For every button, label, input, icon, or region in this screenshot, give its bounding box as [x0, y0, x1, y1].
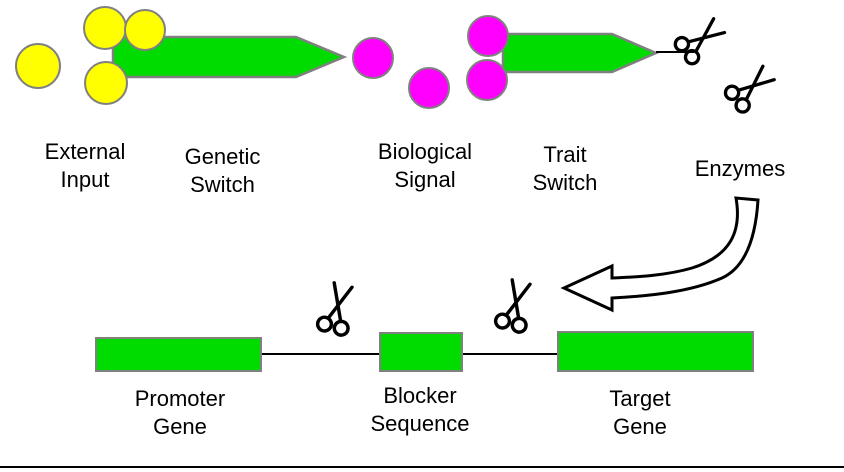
trait-switch-arrow — [501, 32, 660, 74]
promoter-gene-label: Promoter Gene — [134, 386, 226, 439]
trait-switch-label: Trait Switch — [532, 142, 598, 195]
biological-signal-label: Biological Signal — [377, 139, 473, 192]
connector-line — [656, 51, 694, 53]
dna-strand-line — [262, 353, 379, 355]
curved-arrow-icon — [560, 196, 760, 313]
genetic-switch-label: Genetic Switch — [184, 144, 261, 197]
external-input-molecule — [84, 61, 128, 105]
external-input-molecule — [83, 6, 127, 50]
dna-strand-line — [463, 353, 557, 355]
bottom-border-line — [0, 466, 844, 468]
scissors-icon — [315, 281, 354, 337]
scissors-icon — [493, 278, 532, 334]
blocker-sequence-rect — [379, 332, 463, 372]
scissors-icon — [673, 17, 727, 66]
enzymes-label: Enzymes — [694, 156, 786, 181]
external-input-molecule — [15, 43, 61, 89]
biological-signal-molecule — [466, 59, 508, 101]
blocker-sequence-label: Blocker Sequence — [370, 383, 470, 436]
target-gene-label: Target Gene — [609, 386, 671, 439]
biological-signal-molecule — [352, 37, 394, 79]
biological-signal-molecule — [408, 67, 450, 109]
biological-signal-molecule — [467, 15, 509, 57]
external-input-molecule — [124, 9, 166, 51]
target-gene-rect — [557, 331, 754, 372]
external-input-label: External Input — [44, 139, 126, 192]
scissors-icon — [723, 64, 776, 114]
promoter-gene-rect — [95, 337, 262, 372]
